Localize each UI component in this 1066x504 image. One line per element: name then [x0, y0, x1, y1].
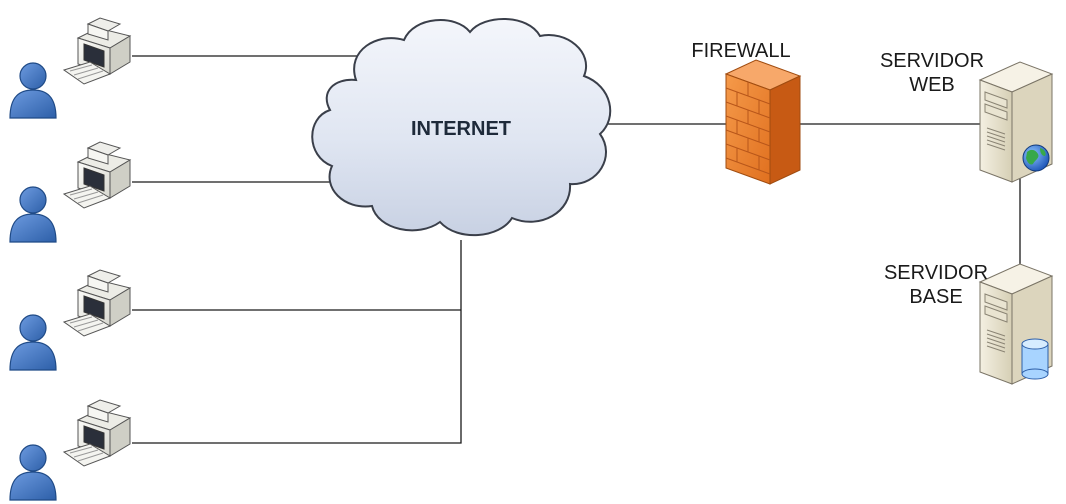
server-icon-web [979, 61, 1053, 183]
workstation-3 [9, 269, 131, 371]
workstation-1 [9, 17, 131, 119]
db-server-label-line-1: SERVIDOR [883, 262, 989, 284]
db-server-label-line-2: BASE [909, 285, 963, 308]
globe-icon [1022, 144, 1050, 172]
firewall-label: FIREWALL [691, 40, 791, 62]
internet-label: INTERNET [411, 118, 511, 140]
database-icon [1021, 338, 1049, 380]
firewall-icon [724, 59, 802, 185]
cloud-icon [311, 18, 612, 236]
web-server-label-line-1: SERVIDOR [879, 50, 985, 72]
workstation-4 [9, 399, 131, 501]
workstation-2 [9, 141, 131, 243]
web-server-label-line-2: WEB [909, 73, 955, 96]
line-user-4-internet [132, 240, 462, 444]
db-server-label: SERVIDOR BASE [866, 262, 1006, 309]
server-icon-base [979, 263, 1053, 385]
web-server-label: SERVIDOR WEB [862, 50, 1002, 97]
